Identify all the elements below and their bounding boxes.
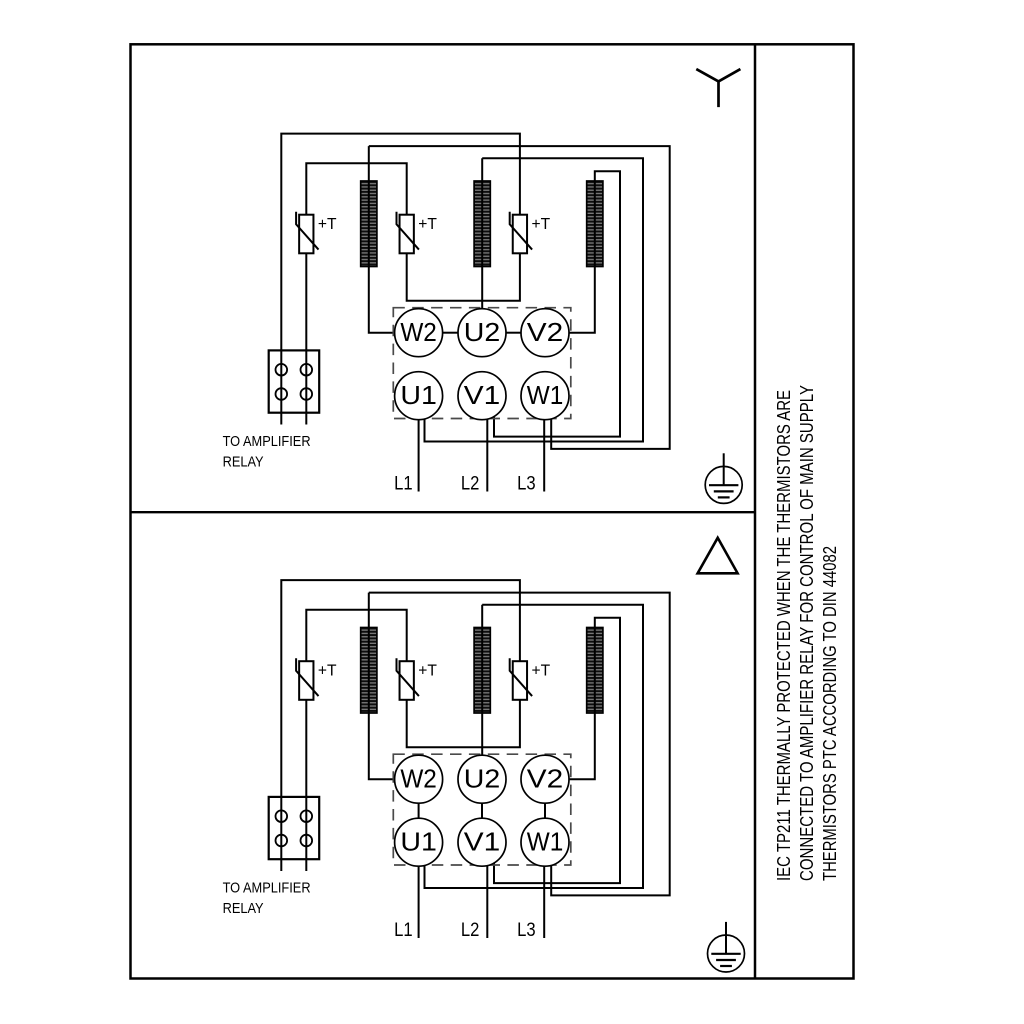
- svg-text:IEC TP211 THERMALLY PROTECTED: IEC TP211 THERMALLY PROTECTED WHEN THE T…: [774, 390, 794, 881]
- svg-text:CONNECTED TO AMPLIFIER RELAY F: CONNECTED TO AMPLIFIER RELAY FOR CONTROL…: [797, 385, 817, 881]
- svg-text:THERMISTORS PTC ACCORDING TO D: THERMISTORS PTC ACCORDING TO DIN 44082: [820, 546, 840, 881]
